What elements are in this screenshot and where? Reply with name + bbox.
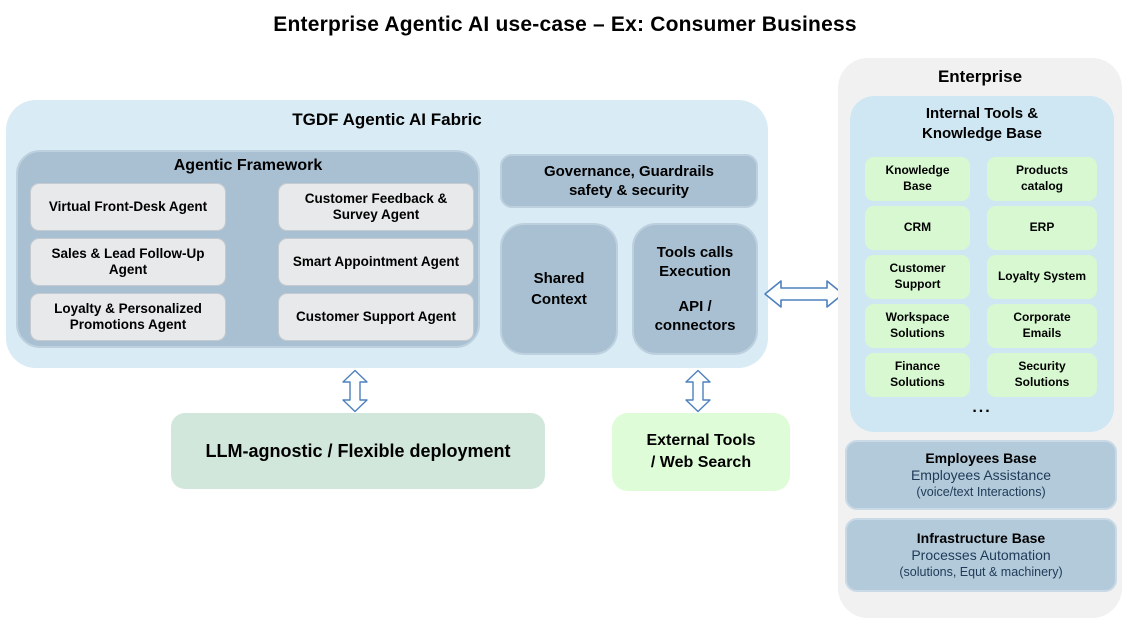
governance-line2: safety & security [568, 182, 690, 199]
agent-box-smart-appointment: Smart Appointment Agent [278, 238, 474, 286]
infrastructure-base-line3: (solutions, Equt & machinery) [899, 564, 1063, 579]
employees-base-box: Employees Base Employees Assistance (voi… [845, 440, 1117, 510]
tools-calls-box: Tools calls Execution API / connectors [632, 223, 758, 355]
fabric-container: TGDF Agentic AI Fabric Agentic Framework… [6, 100, 768, 368]
governance-line1: Governance, Guardrails [543, 162, 715, 180]
employees-base-line2: Employees Assistance [910, 467, 1052, 484]
fabric-enterprise-arrow-icon [763, 277, 845, 311]
tool-box-corporate-emails: Corporate Emails [987, 304, 1097, 348]
shared-context-box: Shared Context [500, 223, 618, 355]
fabric-title: TGDF Agentic AI Fabric [292, 110, 482, 129]
page-title: Enterprise Agentic AI use-case – Ex: Con… [273, 13, 857, 36]
governance-box: Governance, Guardrails safety & security [500, 154, 758, 208]
tool-box-knowledge-base: Knowledge Base [865, 157, 970, 201]
internal-tools-title: Internal Tools & Knowledge Base [850, 104, 1114, 145]
tool-box-finance-solutions: Finance Solutions [865, 353, 970, 397]
infrastructure-base-title: Infrastructure Base [916, 529, 1046, 546]
employees-base-line3: (voice/text Interactions) [916, 484, 1046, 499]
employees-base-title: Employees Base [925, 449, 1037, 466]
agents-grid: Virtual Front-Desk Agent Customer Feedba… [30, 183, 474, 341]
internal-tools-title-line1: Internal Tools & [925, 105, 1039, 122]
enterprise-title: Enterprise [937, 67, 1023, 86]
llm-agnostic-box: LLM-agnostic / Flexible deployment [171, 413, 545, 489]
agent-box-virtual-front-desk: Virtual Front-Desk Agent [30, 183, 226, 231]
tools-calls-line1: Tools calls Execution [656, 243, 734, 281]
enterprise-container: Enterprise Internal Tools & Knowledge Ba… [838, 58, 1122, 618]
tool-box-products-catalog: Products catalog [987, 157, 1097, 201]
tool-box-security-solutions: Security Solutions [987, 353, 1097, 397]
fabric-deployment-arrow-icon [340, 369, 370, 413]
infrastructure-base-line2: Processes Automation [911, 547, 1051, 564]
agent-box-loyalty-promotions: Loyalty & Personalized Promotions Agent [30, 293, 226, 341]
agentic-framework-container: Agentic Framework Virtual Front-Desk Age… [16, 150, 480, 348]
fabric-external-tools-arrow-icon [683, 369, 713, 413]
agentic-framework-title: Agentic Framework [173, 157, 323, 174]
infrastructure-base-box: Infrastructure Base Processes Automation… [845, 518, 1117, 592]
internal-tools-title-line2: Knowledge Base [921, 125, 1043, 143]
tool-box-erp: ERP [987, 206, 1097, 250]
agent-box-customer-support: Customer Support Agent [278, 293, 474, 341]
internal-tools-container: Internal Tools & Knowledge Base Knowledg… [850, 96, 1114, 432]
tool-box-loyalty-system: Loyalty System [987, 255, 1097, 299]
tool-box-workspace-solutions: Workspace Solutions [865, 304, 970, 348]
agent-box-sales-lead: Sales & Lead Follow-Up Agent [30, 238, 226, 286]
internal-tools-ellipsis: ... [972, 399, 992, 416]
external-tools-line1: External Tools [646, 432, 756, 450]
external-tools-line2: / Web Search [650, 454, 752, 471]
external-tools-box: External Tools / Web Search [612, 413, 790, 491]
tool-box-customer-support: Customer Support [865, 255, 970, 299]
internal-tools-grid: Knowledge Base Products catalog CRM ERP … [865, 157, 1097, 397]
agent-box-customer-feedback: Customer Feedback & Survey Agent [278, 183, 474, 231]
tool-box-crm: CRM [865, 206, 970, 250]
tools-calls-line2: API / connectors [654, 297, 736, 335]
